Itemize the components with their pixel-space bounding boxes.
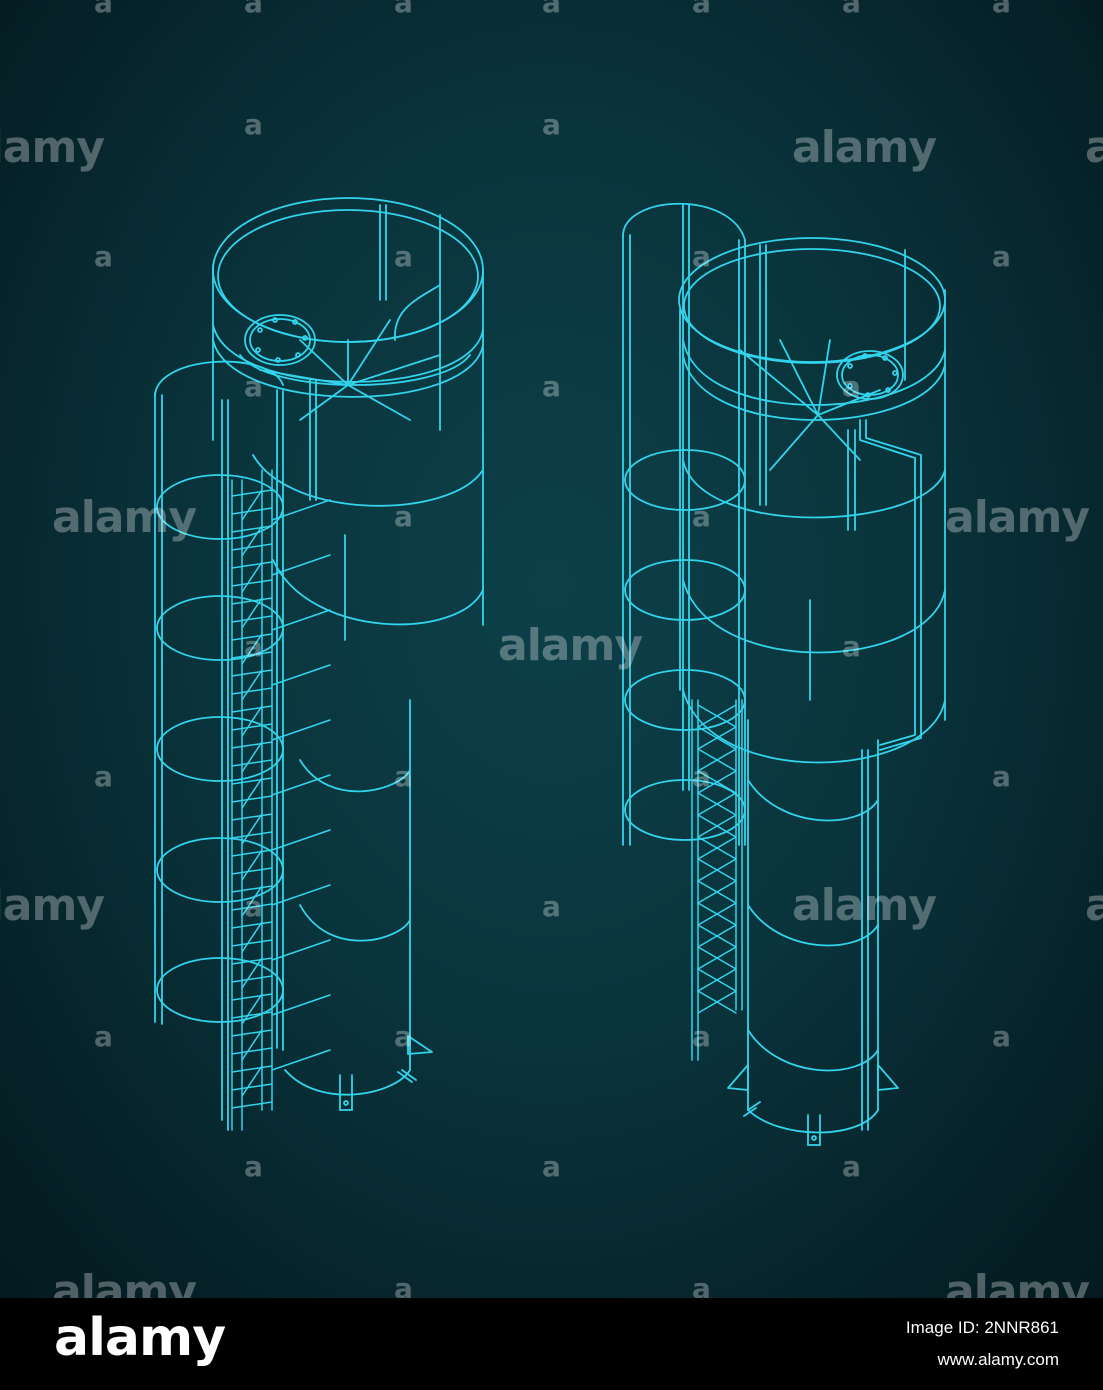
- stock-footer-bar: alamy Image ID: 2NNR861 www.alamy.com: [0, 1298, 1103, 1390]
- ladder-segment: [697, 792, 737, 816]
- ladder-segment: [231, 723, 273, 731]
- ladder-segment: [231, 903, 273, 911]
- ladder-segment: [241, 777, 263, 809]
- ladder-segment: [231, 831, 273, 839]
- ladder-segment: [231, 561, 273, 569]
- ladder-segment: [241, 849, 263, 881]
- ladder-segment: [271, 609, 331, 631]
- ladder-segment: [241, 921, 263, 953]
- left-roof-hatch: [244, 314, 316, 366]
- ladder-segment: [231, 525, 273, 533]
- ladder-segment: [231, 651, 273, 659]
- ladder-segment: [697, 880, 737, 904]
- ladder-segment: [231, 921, 273, 929]
- ladder-segment: [231, 687, 273, 695]
- left-tower-isometric: [154, 197, 484, 1131]
- ladder-segment: [271, 774, 331, 796]
- ladder-segment: [271, 554, 331, 576]
- left-upper-tank: [212, 197, 484, 641]
- ladder-segment: [231, 1083, 273, 1091]
- blueprint-canvas: alamy alamy alamy alamy alamy alamy alam…: [0, 0, 1103, 1298]
- ladder-segment: [271, 719, 331, 741]
- ladder-segment: [231, 1011, 273, 1019]
- ladder-segment: [231, 975, 273, 983]
- ladder-segment: [271, 994, 331, 1016]
- ladder-segment: [231, 993, 273, 1001]
- ladder-segment: [231, 741, 273, 749]
- blueprint-drawing: [154, 197, 946, 1146]
- ladder-segment: [241, 561, 263, 593]
- ladder-segment: [697, 990, 737, 1014]
- ladder-segment: [231, 759, 273, 767]
- ladder-segment: [231, 777, 273, 785]
- ladder-segment: [231, 597, 273, 605]
- ladder-segment: [271, 1049, 331, 1071]
- ladder-segment: [241, 633, 263, 665]
- ladder-segment: [241, 993, 263, 1025]
- ladder-segment: [231, 813, 273, 821]
- ladder-segment: [231, 669, 273, 677]
- ladder-segment: [271, 939, 331, 961]
- ladder-segment: [241, 1065, 263, 1097]
- ladder-segment: [241, 957, 263, 989]
- ladder-segment: [231, 489, 273, 497]
- footer-url: www.alamy.com: [937, 1350, 1059, 1369]
- ladder-segment: [231, 939, 273, 947]
- ladder-segment: [697, 968, 737, 992]
- ladder-segment: [231, 705, 273, 713]
- ladder-segment: [697, 836, 737, 860]
- ladder-segment: [697, 924, 737, 948]
- ladder-segment: [231, 795, 273, 803]
- ladder-segment: [697, 946, 737, 970]
- ladder-segment: [231, 507, 273, 515]
- ladder-segment: [231, 543, 273, 551]
- right-lower-column: [727, 719, 899, 1146]
- ladder-segment: [241, 525, 263, 557]
- ladder-segment: [231, 1047, 273, 1055]
- right-ladder: [691, 699, 743, 1061]
- ladder-segment: [241, 741, 263, 773]
- ladder-segment: [231, 1101, 273, 1109]
- ladder-segment: [241, 813, 263, 845]
- ladder-segment: [231, 885, 273, 893]
- left-lower-column: [284, 699, 433, 1111]
- right-upper-tank: [678, 237, 946, 764]
- ladder-segment: [697, 858, 737, 882]
- ladder-segment: [241, 597, 263, 629]
- ladder-segment: [231, 615, 273, 623]
- ladder-segment: [271, 499, 331, 521]
- ladder-segment: [697, 814, 737, 838]
- left-safety-cage: [154, 360, 284, 1131]
- ladder-segment: [241, 669, 263, 701]
- footer-logo: alamy: [54, 1308, 226, 1368]
- ladder-segment: [231, 1065, 273, 1073]
- ladder-segment: [697, 748, 737, 772]
- ladder-segment: [231, 957, 273, 965]
- ladder-segment: [231, 867, 273, 875]
- right-safety-cage: [622, 202, 746, 846]
- ladder-segment: [697, 726, 737, 750]
- ladder-segment: [231, 849, 273, 857]
- ladder-segment: [697, 902, 737, 926]
- ladder-segment: [271, 829, 331, 851]
- ladder-segment: [271, 664, 331, 686]
- ladder-segment: [231, 579, 273, 587]
- ladder-segment: [241, 1029, 263, 1061]
- left-ladder: [231, 469, 331, 1131]
- ladder-segment: [697, 770, 737, 794]
- ladder-segment: [231, 633, 273, 641]
- ladder-segment: [271, 884, 331, 906]
- ladder-segment: [241, 489, 263, 521]
- right-tower-isometric: [622, 202, 946, 1146]
- ladder-segment: [241, 885, 263, 917]
- footer-image-id: Image ID: 2NNR861: [905, 1318, 1059, 1337]
- ladder-segment: [231, 1029, 273, 1037]
- right-roof-hatch: [836, 350, 904, 400]
- ladder-segment: [697, 704, 737, 728]
- ladder-segment: [241, 705, 263, 737]
